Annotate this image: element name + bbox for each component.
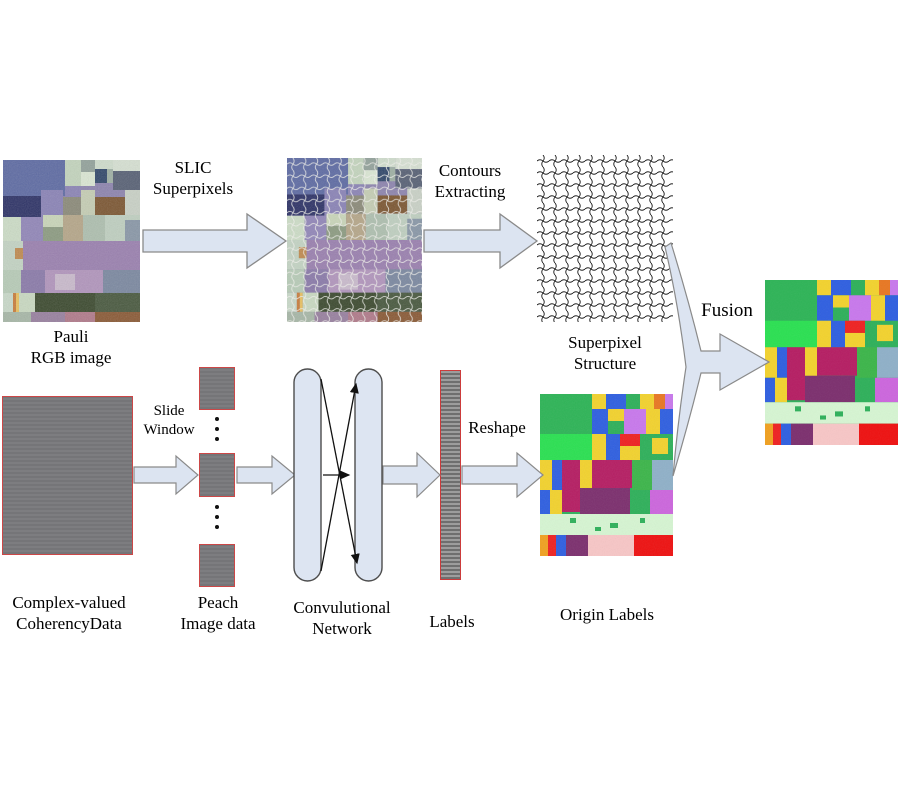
patch-to-network-arrow — [236, 454, 296, 496]
patch-square-middle — [199, 453, 235, 497]
ellipsis-dots-upper — [215, 417, 219, 441]
contours-label-line2: Extracting — [434, 182, 506, 201]
contours-arrow — [423, 212, 539, 270]
slic-label-line2: Superpixels — [152, 179, 234, 198]
patch-square-bottom — [199, 544, 235, 587]
labels-bar-label: Labels — [429, 612, 475, 631]
origin-labels-label: Origin Labels — [560, 605, 654, 624]
network-layer-left — [293, 368, 322, 582]
network-cross-line-down — [320, 378, 360, 565]
reshape-arrow — [461, 451, 544, 499]
network-layer-right — [354, 368, 383, 582]
network-label-line2: Network — [312, 619, 372, 638]
superpixel-structure-map — [537, 155, 673, 322]
slic-label-line1: SLIC — [174, 158, 212, 177]
fusion-merge-arrow — [664, 242, 771, 477]
reshape-label: Reshape — [468, 418, 526, 437]
structure-label: Superpixel Structure — [543, 332, 667, 374]
slic-arrow — [142, 212, 288, 270]
structure-label-line1: Superpixel — [568, 333, 642, 352]
pauli-rgb-image — [3, 160, 140, 322]
pauli-label: Pauli RGB image — [0, 326, 142, 368]
ellipsis-dots-lower — [215, 505, 219, 529]
network-cross-line-up — [320, 382, 359, 572]
patch-label-line2: Image data — [180, 614, 256, 633]
coherency-label-line2: CoherencyData — [16, 614, 122, 633]
network-label-line1: Convulutional — [293, 598, 391, 617]
coherency-label: Complex-valued CoherencyData — [0, 592, 140, 634]
slide-window-arrow — [133, 454, 199, 496]
patch-label: Peach Image data — [172, 592, 264, 634]
contours-label: Contours Extracting — [418, 160, 522, 202]
contours-label-line1: Contours — [438, 161, 502, 180]
slide-window-label: Slide Window — [136, 402, 202, 440]
origin-labels-map — [540, 394, 673, 556]
labels-bar — [440, 370, 461, 580]
network-label: Convulutional Network — [272, 597, 412, 639]
fused-result-map — [765, 280, 898, 445]
slic-label: SLIC Superpixels — [140, 157, 246, 199]
coherency-label-line1: Complex-valued — [12, 593, 126, 612]
slic-superpixel-image — [287, 158, 422, 322]
patch-label-line1: Peach — [197, 593, 239, 612]
fusion-label: Fusion — [701, 300, 753, 321]
patch-square-top — [199, 367, 235, 410]
network-to-labels-arrow — [382, 451, 441, 499]
coherency-data-block — [2, 396, 133, 555]
structure-label-line2: Structure — [573, 354, 637, 373]
pauli-label-line1: Pauli — [53, 327, 89, 346]
pauli-label-line2: RGB image — [30, 348, 112, 367]
slide-window-label-line2: Window — [143, 422, 195, 438]
slide-window-label-line1: Slide — [153, 403, 185, 419]
